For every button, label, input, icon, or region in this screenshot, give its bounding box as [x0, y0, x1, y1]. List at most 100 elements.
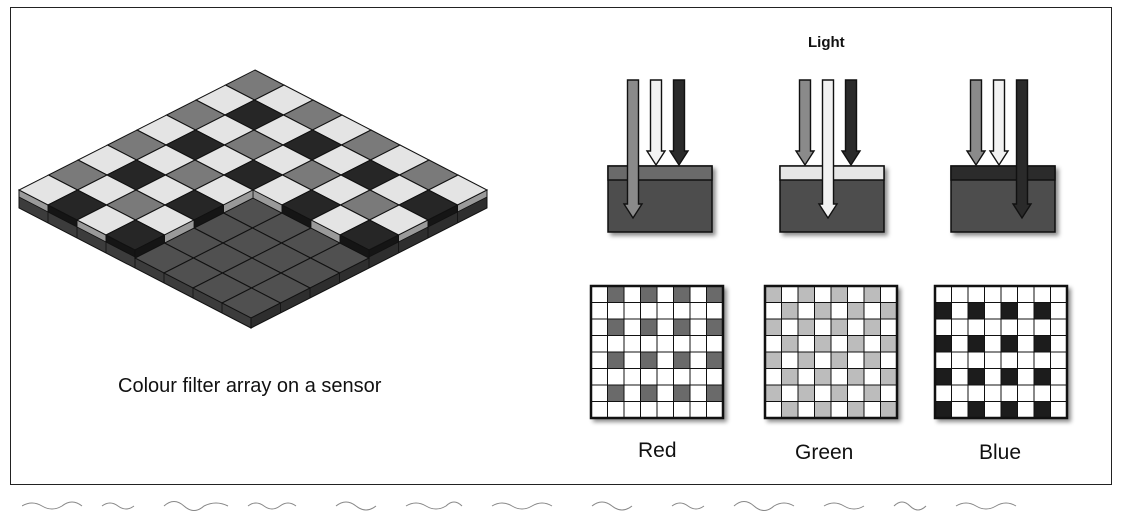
grid-cell [640, 401, 658, 419]
grid-cell [1017, 302, 1035, 320]
grid-cell [656, 318, 674, 336]
grid-cell [1017, 285, 1035, 303]
grid-cell [656, 302, 674, 320]
grid-cell [984, 335, 1002, 353]
grid-cell [967, 302, 985, 320]
grid-cell [623, 351, 641, 369]
bottom-scribble-decoration [22, 501, 1017, 511]
grid-cell [1050, 384, 1068, 402]
grid-cell [1033, 384, 1051, 402]
grid-cell [934, 368, 952, 386]
grid-cell [830, 285, 848, 303]
grid-cell [863, 285, 881, 303]
grid-cell [847, 384, 865, 402]
grid-cell [951, 384, 969, 402]
grid-cell [1033, 401, 1051, 419]
grid-cell [781, 285, 799, 303]
grid-cell [797, 335, 815, 353]
grid-cell [814, 302, 832, 320]
sensor-caption: Colour filter array on a sensor [118, 375, 382, 397]
grid-cell [706, 384, 724, 402]
grid-cell [847, 335, 865, 353]
grid-cell [706, 318, 724, 336]
grid-cell [623, 401, 641, 419]
grid-cell [984, 285, 1002, 303]
grid-cell [623, 302, 641, 320]
grid-cell [967, 368, 985, 386]
grid-cell [590, 351, 608, 369]
grid-cell [951, 285, 969, 303]
grid-cell [1000, 318, 1018, 336]
grid-cell [797, 401, 815, 419]
grid-cell [607, 351, 625, 369]
grid-cell [689, 318, 707, 336]
grid-cell [764, 318, 782, 336]
grid-cell [640, 302, 658, 320]
grid-cell [830, 384, 848, 402]
grid-cell [830, 335, 848, 353]
grid-cell [934, 335, 952, 353]
grid-cell [1033, 318, 1051, 336]
grid-cell [847, 318, 865, 336]
grid-cell [847, 368, 865, 386]
filter-layer-2 [950, 165, 1056, 181]
grid-cell [764, 368, 782, 386]
grid-cell [967, 384, 985, 402]
light-filter-illustrations [607, 79, 1056, 233]
grid-border [933, 284, 1069, 420]
grid-cell [814, 351, 832, 369]
grid-cell [607, 401, 625, 419]
light-ray-blue-arrow [1011, 79, 1033, 220]
grid-cell [814, 401, 832, 419]
grid-cell [689, 384, 707, 402]
grid-cell [764, 384, 782, 402]
grid-cell [623, 368, 641, 386]
light-ray-blue-arrow [840, 79, 862, 167]
grid-cell [797, 285, 815, 303]
grid-cell [764, 302, 782, 320]
grid-cell [951, 401, 969, 419]
grid-cell [814, 285, 832, 303]
grid-cell [1000, 335, 1018, 353]
channel-label-green: Green [795, 441, 854, 464]
grid-cell [673, 302, 691, 320]
grid-cell [934, 384, 952, 402]
grid-cell [863, 368, 881, 386]
filter-pattern-grids [589, 284, 1069, 420]
grid-cell [984, 384, 1002, 402]
grid-cell [607, 318, 625, 336]
grid-cell [1000, 351, 1018, 369]
grid-cell [590, 335, 608, 353]
grid-cell [781, 318, 799, 336]
grid-cell [1017, 368, 1035, 386]
grid-cell [967, 285, 985, 303]
grid-cell [847, 285, 865, 303]
grid-cell [1033, 302, 1051, 320]
grid-cell [656, 384, 674, 402]
grid-cell [934, 285, 952, 303]
grid-cell [623, 384, 641, 402]
grid-cell [847, 302, 865, 320]
grid-cell [689, 401, 707, 419]
grid-cell [673, 401, 691, 419]
grid-cell [863, 318, 881, 336]
grid-cell [984, 368, 1002, 386]
grid-cell [830, 351, 848, 369]
grid-cell [1017, 318, 1035, 336]
grid-cell [1000, 302, 1018, 320]
grid-cell [656, 285, 674, 303]
light-ray-red-arrow [622, 79, 644, 220]
grid-cell [656, 368, 674, 386]
grid-cell [1050, 351, 1068, 369]
grid-cell [967, 351, 985, 369]
grid-cell [863, 302, 881, 320]
grid-cell [880, 384, 898, 402]
grid-cell [590, 368, 608, 386]
grid-cell [640, 384, 658, 402]
grid-cell [830, 368, 848, 386]
grid-cell [1000, 285, 1018, 303]
grid-cell [984, 318, 1002, 336]
grid-cell [830, 302, 848, 320]
grid-cell [590, 384, 608, 402]
grid-cell [764, 401, 782, 419]
